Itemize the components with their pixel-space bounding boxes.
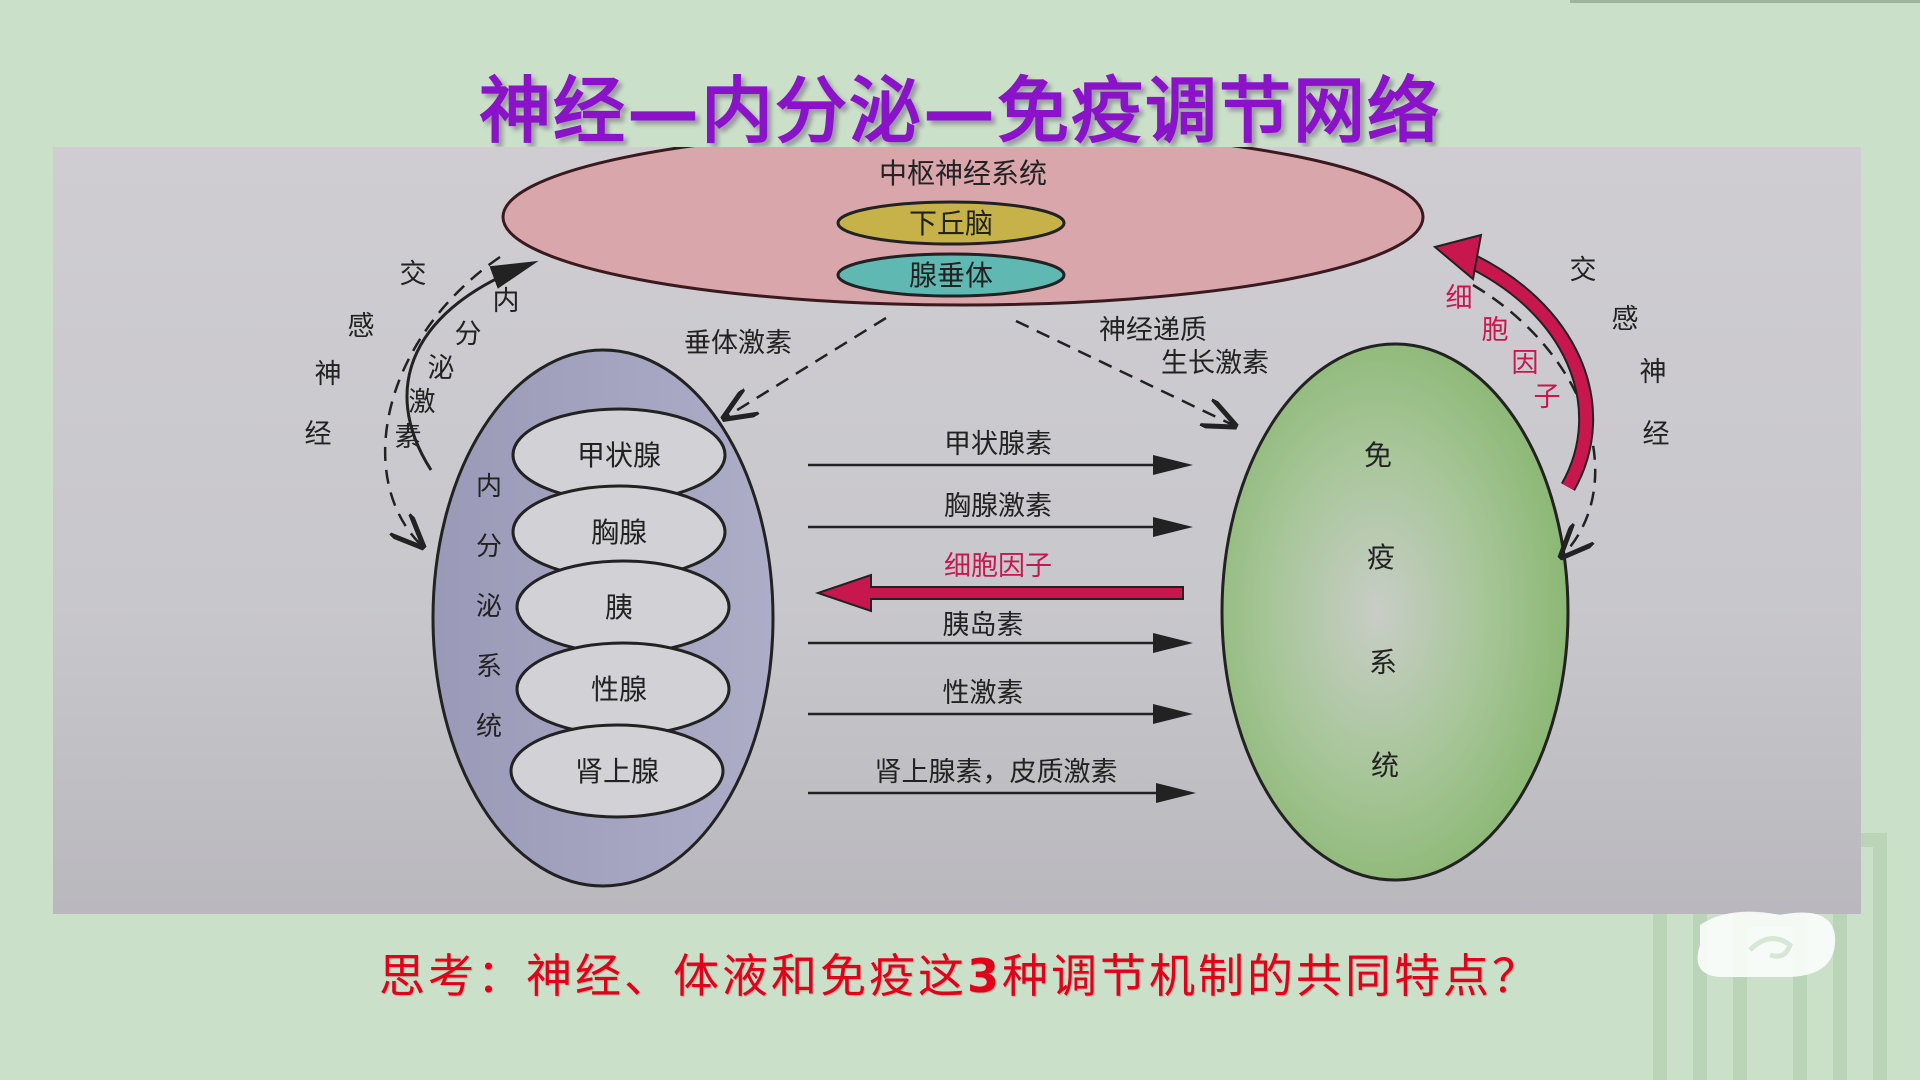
right-cytokine-arrowhead (1432, 233, 1483, 281)
svg-text:感: 感 (1612, 304, 1639, 335)
endocrine-label-char: 内 (476, 472, 502, 502)
immune-label-char: 疫 (1367, 541, 1395, 574)
hormone-arrow-adrenaline: 肾上腺素，皮质激素 (808, 757, 1196, 803)
immune-system-ellipse: 免 疫 系 统 (1220, 342, 1570, 882)
diagram-panel: 中枢神经系统 下丘脑 腺垂体 内 分 泌 系 统 甲状腺 胸腺 胰 (53, 147, 1861, 914)
gland-thymus: 胸腺 (511, 484, 727, 580)
svg-text:经: 经 (305, 419, 332, 450)
hormone-arrow-thymosin: 胸腺激素 (808, 491, 1193, 537)
hormone-arrow-insulin: 胰岛素 (808, 610, 1193, 653)
neurotransmitter-arrow (1015, 319, 1233, 425)
svg-text:细胞因子: 细胞因子 (944, 551, 1052, 582)
thinking-question: 思考：神经、体液和免疫这3种调节机制的共同特点？ (0, 940, 1920, 1006)
endocrine-label-char: 系 (476, 652, 502, 682)
gland-gonad: 性腺 (515, 641, 731, 737)
question-suffix: 种调节机制的共同特点？ (1002, 949, 1541, 1003)
svg-text:细: 细 (1446, 283, 1473, 314)
question-number: 3 (966, 949, 1002, 1003)
left-endocrine-hormone-arrow (405, 260, 539, 471)
svg-text:肾上腺素，皮质激素: 肾上腺素，皮质激素 (875, 757, 1118, 788)
svg-text:性激素: 性激素 (943, 678, 1024, 709)
hormone-arrow-thyroxine: 甲状腺素 (808, 429, 1193, 475)
network-diagram: 中枢神经系统 下丘脑 腺垂体 内 分 泌 系 统 甲状腺 胸腺 胰 (305, 147, 1670, 888)
cns-label: 中枢神经系统 (879, 157, 1047, 190)
immune-label-char: 系 (1369, 646, 1397, 679)
left-sympathetic-label: 交 感 神 经 (305, 259, 427, 450)
svg-text:交: 交 (400, 259, 427, 290)
endocrine-system-ellipse: 内 分 泌 系 统 甲状腺 胸腺 胰 性腺 肾上腺 (431, 348, 775, 888)
svg-text:胰岛素: 胰岛素 (943, 610, 1024, 641)
endocrine-label-char: 分 (476, 532, 502, 562)
right-cytokine-label: 细 胞 因 子 (1446, 283, 1561, 413)
immune-label-char: 免 (1364, 439, 1392, 472)
right-sympathetic-arrow (1472, 283, 1597, 555)
immune-label-char: 统 (1371, 749, 1399, 782)
neurotransmitter-label: 神经递质 (1099, 315, 1207, 346)
gland-adrenal: 肾上腺 (509, 723, 725, 819)
svg-text:内: 内 (493, 286, 520, 317)
svg-text:胸腺: 胸腺 (591, 516, 647, 549)
svg-text:泌: 泌 (428, 353, 455, 384)
pituitary-hormone-arrow (726, 316, 887, 417)
svg-text:经: 经 (1643, 419, 1670, 450)
pituitary-ellipse (836, 252, 1066, 298)
pituitary-label: 腺垂体 (909, 259, 993, 292)
question-prefix: 思考：神经、体液和免疫这 (378, 949, 967, 1003)
top-edge-bar (1570, 0, 1920, 3)
svg-text:神: 神 (1640, 357, 1667, 388)
cloud-ornament (1697, 911, 1836, 977)
svg-text:甲状腺素: 甲状腺素 (944, 429, 1052, 460)
pituitary-hormone-label: 垂体激素 (684, 328, 792, 359)
svg-text:甲状腺: 甲状腺 (577, 439, 661, 472)
svg-text:分: 分 (455, 319, 482, 350)
svg-text:神: 神 (315, 359, 342, 390)
svg-text:因: 因 (1512, 348, 1539, 379)
svg-text:性腺: 性腺 (591, 673, 647, 706)
svg-text:激: 激 (409, 387, 436, 418)
left-endocrine-hormone-label: 内 分 泌 激 素 (395, 286, 520, 453)
svg-text:肾上腺: 肾上腺 (575, 755, 659, 788)
svg-text:子: 子 (1534, 382, 1561, 413)
growth-hormone-label: 生长激素 (1161, 348, 1269, 379)
endocrine-label-char: 泌 (476, 592, 502, 622)
hormone-arrow-sex-hormone: 性激素 (808, 678, 1193, 724)
svg-text:感: 感 (348, 311, 375, 342)
svg-text:素: 素 (395, 422, 422, 453)
gland-pancreas: 胰 (515, 559, 731, 655)
left-sympathetic-arrow (383, 255, 501, 545)
right-sympathetic-label: 交 感 神 经 (1570, 255, 1670, 450)
svg-text:胞: 胞 (1482, 315, 1509, 346)
right-cytokine-arrow (1460, 251, 1593, 490)
cns-ellipse: 中枢神经系统 下丘脑 腺垂体 (501, 147, 1425, 307)
hormone-arrow-cytokine: 细胞因子 (814, 551, 1184, 613)
svg-text:胰: 胰 (605, 591, 633, 624)
slide-title: 神经—内分泌—免疫调节网络 (478, 69, 1441, 153)
hypothalamus-label: 下丘脑 (909, 207, 993, 240)
svg-text:交: 交 (1570, 255, 1597, 286)
hypothalamus-ellipse (836, 200, 1066, 246)
svg-text:胸腺激素: 胸腺激素 (944, 491, 1052, 522)
endocrine-label-char: 统 (476, 712, 502, 742)
